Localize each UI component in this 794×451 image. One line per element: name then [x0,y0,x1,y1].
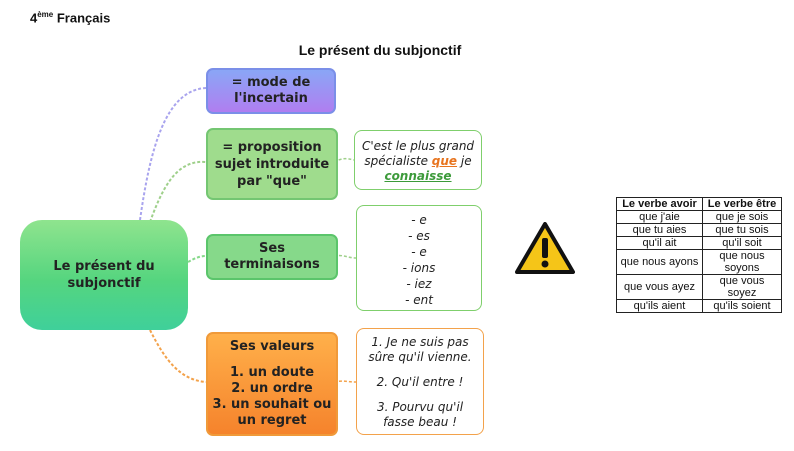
note-values: 1. Je ne suis pas sûre qu'il vienne. 2. … [356,328,484,435]
table-cell: que nous soyons [702,249,782,275]
connector-proposition [149,160,207,223]
note-endings: - e - es - e - ions - iez - ent [356,205,482,311]
branch-mode-line-1: = mode de [231,75,311,90]
branch-proposition-line-1: = proposition [222,139,322,155]
connector-terminaisons [187,255,207,263]
values-example-1a: 1. Je ne suis pas [371,335,469,349]
document-header: 4ème Français [30,10,110,25]
table-header-avoir: Le verbe avoir [616,197,703,211]
page-title: Le présent du subjonctif [298,42,462,58]
values-example-2: 2. Qu'il entre ! [376,375,464,389]
table-cell: que j'aie [616,210,703,224]
branch-valeurs-line-1: 1. un doute [229,365,315,380]
note-example: C'est le plus grand spécialiste que je c… [354,130,482,190]
table-header-row: Le verbe avoir Le verbe être [616,197,782,211]
branch-valeurs: Ses valeurs 1. un doute 2. un ordre 3. u… [206,332,338,436]
table-cell: qu'ils aient [616,299,703,313]
level-superscript: ème [37,10,54,19]
central-node: Le présent du subjonctif [20,220,188,330]
branch-proposition-line-3: par "que" [237,173,307,189]
branch-valeurs-line-2: 2. un ordre [231,381,313,396]
table-cell: que tu sois [702,223,782,237]
branch-valeurs-line-4: un regret [237,413,307,428]
ending-item: - e [411,245,427,259]
branch-valeurs-heading: Ses valeurs [229,339,315,354]
values-example-3a: 3. Pourvu qu'il [376,400,464,414]
table-header-etre: Le verbe être [702,197,782,211]
table-cell: que je sois [702,210,782,224]
highlight-connaisse: connaisse [384,169,452,183]
branch-terminaisons-line-1: Ses [259,241,285,256]
warning-triangle-icon [515,222,575,274]
ending-item: - ent [405,293,433,307]
subject-label: Français [53,10,111,26]
branch-mode-line-2: l'incertain [234,91,308,106]
ending-item: - es [408,229,430,243]
ending-item: - e [411,213,427,227]
connector-mode [139,87,207,221]
table-cell: que nous ayons [616,249,703,275]
central-line-1: Le présent du [53,259,155,274]
values-example-1b: sûre qu'il vienne. [368,350,472,364]
table-cell: qu'il ait [616,236,703,250]
note-example-text-2: je [457,154,472,168]
highlight-que: que [431,154,458,168]
table-cell: que vous ayez [616,274,703,300]
table-cell: qu'il soit [702,236,782,250]
table-cell: que vous soyez [702,274,782,300]
table-cell: qu'ils soient [702,299,782,313]
branch-valeurs-line-3: 3. un souhait ou [212,397,332,412]
branch-terminaisons-line-2: terminaisons [224,257,320,272]
connector-valeurs [149,329,207,383]
central-line-2: subjonctif [67,276,141,291]
branch-proposition-line-2: sujet introduite [214,156,330,172]
level-number: 4 [30,10,38,26]
note-example-text: spécialiste [364,154,432,168]
table-cell: que tu aies [616,223,703,237]
ending-item: - ions [402,261,436,275]
ending-item: - iez [406,277,432,291]
note-example-line-1: C'est le plus grand [361,139,475,153]
values-example-3b: fasse beau ! [383,415,457,429]
